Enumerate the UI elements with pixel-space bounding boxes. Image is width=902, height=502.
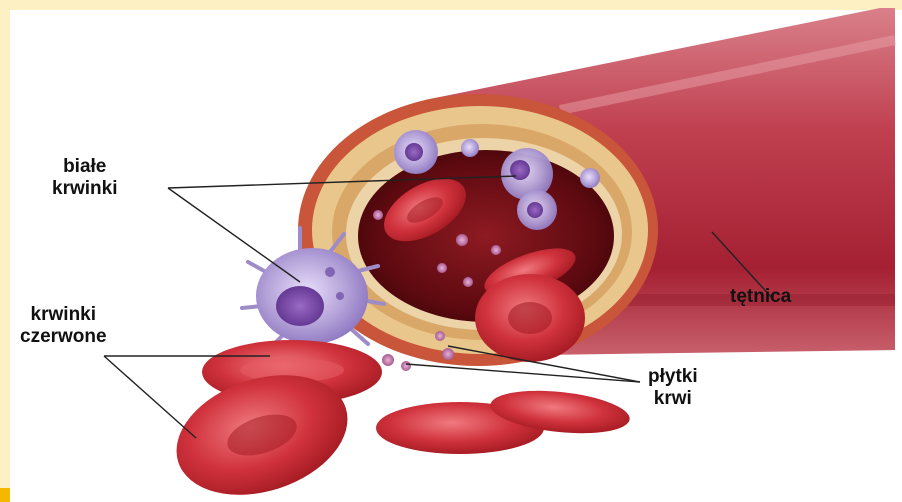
label-red-cells: krwinki czerwone (20, 304, 107, 348)
corner-mark (0, 488, 10, 502)
platelet (373, 210, 383, 220)
platelet (456, 234, 468, 246)
platelet (463, 277, 473, 287)
label-artery: tętnica (730, 286, 791, 308)
platelet (437, 263, 447, 273)
red-cell (475, 274, 585, 362)
red-cells-outer (161, 340, 632, 502)
label-platelets: płytki krwi (648, 366, 698, 410)
platelet (491, 245, 501, 255)
label-white-cells: białe krwinki (52, 156, 117, 200)
